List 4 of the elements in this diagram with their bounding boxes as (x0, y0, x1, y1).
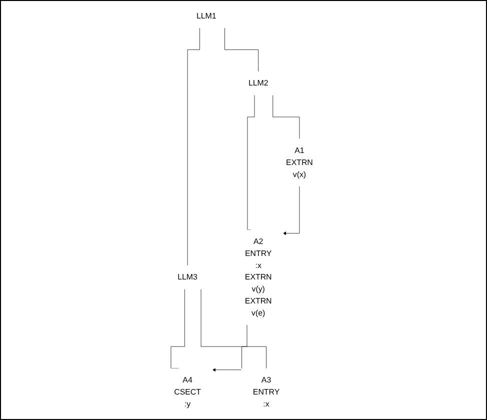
connector (200, 288, 266, 369)
connector (224, 28, 259, 72)
connector (187, 28, 200, 266)
connector (170, 288, 185, 369)
